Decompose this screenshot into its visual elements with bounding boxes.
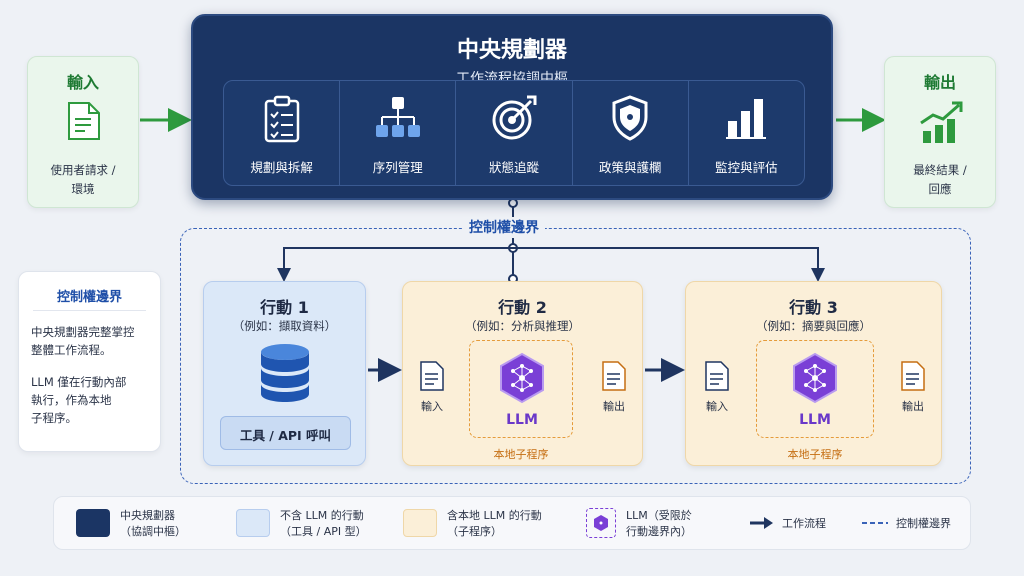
database-icon <box>261 344 309 402</box>
distribution-line <box>283 247 819 276</box>
legend-nollm-l2: （工具 / API 型） <box>280 525 367 538</box>
output-line2: 回應 <box>928 182 952 196</box>
module-monitoring: 監控與評估 <box>689 81 804 185</box>
legend-boundary: 控制權邊界 <box>896 517 951 530</box>
legend-llm-action-l2: （子程序） <box>447 525 502 538</box>
module-label: 序列管理 <box>372 160 423 175</box>
side-legend-p1-l2: 整體工作流程。 <box>31 343 112 357</box>
llm-label: LLM <box>506 412 538 428</box>
local-subprocess-label: 本地子程序 <box>787 448 843 461</box>
action-subtitle: （例如：摘要與回應） <box>756 319 871 333</box>
clipboard-checklist-icon <box>264 95 299 143</box>
side-legend-title: 控制權邊界 <box>56 290 122 305</box>
legend-llm-action-l1: 含本地 LLM 的行動 <box>447 509 542 522</box>
module-policy: 政策與護欄 <box>573 81 689 185</box>
action-subtitle: （例如：分析與推理） <box>465 319 580 333</box>
action-title: 行動 3 <box>789 298 838 317</box>
target-icon <box>492 95 537 140</box>
document-icon <box>68 102 100 140</box>
action-1-card: 行動 1 （例如：擷取資料） 工具 / API 呼叫 <box>203 281 366 466</box>
local-subprocess-box <box>469 340 573 438</box>
module-label: 政策與護欄 <box>598 160 662 175</box>
output-document-icon <box>901 361 925 391</box>
action-output-label: 輸出 <box>603 400 625 413</box>
dashed-line-icon <box>862 522 888 524</box>
legend-llm-swatch <box>586 508 616 538</box>
input-card: 輸入 使用者請求 / 環境 <box>27 56 139 208</box>
side-legend: 控制權邊界 中央規劃器完整掌控 整體工作流程。 LLM 僅在行動內部 執行，作為… <box>18 271 161 452</box>
llm-icon <box>594 515 608 531</box>
input-line2: 環境 <box>71 182 95 196</box>
module-label: 狀態追蹤 <box>489 160 540 175</box>
side-legend-p2-l1: LLM 僅在行動內部 <box>31 375 127 389</box>
input-document-icon <box>705 361 729 391</box>
control-boundary <box>180 228 971 484</box>
action-input-label: 輸入 <box>706 400 728 413</box>
module-label: 規劃與拆解 <box>250 160 313 175</box>
side-legend-p2-l3: 子程序。 <box>31 411 77 425</box>
legend-nollm-l1: 不含 LLM 的行動 <box>280 509 364 522</box>
boundary-title: 控制權邊界 <box>463 217 545 237</box>
llm-icon <box>500 352 544 404</box>
output-line1: 最終結果 / <box>913 163 967 177</box>
planner-title: 中央規劃器 <box>456 38 567 63</box>
module-sequencing: 序列管理 <box>340 81 457 185</box>
action-input-label: 輸入 <box>421 400 443 413</box>
input-title: 輸入 <box>66 73 99 92</box>
local-subprocess-box <box>756 340 874 438</box>
planner-modules: 規劃與拆解 序列管理 狀態追 <box>223 80 805 186</box>
action-3-card: 行動 3 （例如：摘要與回應） 輸入 LLM 輸出 本地子程序 <box>685 281 942 466</box>
llm-label: LLM <box>799 412 831 428</box>
action-title: 行動 1 <box>260 298 309 317</box>
legend-nollm-swatch <box>236 509 270 537</box>
tool-api-label: 工具 / API 呼叫 <box>239 428 332 443</box>
central-planner: 中央規劃器 工作流程協調中樞 規劃與拆解 <box>191 14 833 200</box>
action-title: 行動 2 <box>498 298 547 317</box>
legend-llm-l2: 行動邊界內） <box>626 525 692 538</box>
legend-llm-l1: LLM（受限於 <box>626 509 692 522</box>
output-document-icon <box>602 361 626 391</box>
action-subtitle: （例如：擷取資料） <box>232 319 337 333</box>
module-label: 監控與評估 <box>715 160 778 175</box>
llm-icon <box>793 352 837 404</box>
legend-flow: 工作流程 <box>782 517 826 530</box>
action-2-card: 行動 2 （例如：分析與推理） 輸入 LLM 輸出 本地子程序 <box>402 281 643 466</box>
hierarchy-icon <box>375 97 420 137</box>
local-subprocess-label: 本地子程序 <box>493 448 549 461</box>
shield-icon <box>612 95 648 141</box>
output-title: 輸出 <box>923 73 956 92</box>
bar-chart-icon <box>726 99 767 139</box>
module-planning: 規劃與拆解 <box>224 81 341 185</box>
legend-planner-l1: 中央規劃器 <box>120 509 175 522</box>
side-legend-p1-l1: 中央規劃器完整掌控 <box>31 325 135 339</box>
flow-arrow-icon <box>750 517 773 529</box>
action-output-label: 輸出 <box>902 400 924 413</box>
bottom-legend: 中央規劃器 （協調中樞） 不含 LLM 的行動 （工具 / API 型） 含本地… <box>53 496 971 550</box>
output-card: 輸出 最終結果 / 回應 <box>884 56 996 208</box>
module-state-tracking: 狀態追蹤 <box>456 81 573 185</box>
legend-planner-l2: （協調中樞） <box>120 525 186 538</box>
side-legend-p2-l2: 執行，作為本地 <box>31 393 112 407</box>
input-line1: 使用者請求 / <box>50 163 116 177</box>
legend-planner-swatch <box>76 509 110 537</box>
tool-api-badge: 工具 / API 呼叫 <box>220 416 351 450</box>
input-document-icon <box>420 361 444 391</box>
growth-chart-icon <box>920 101 963 143</box>
legend-llm-action-swatch <box>403 509 437 537</box>
